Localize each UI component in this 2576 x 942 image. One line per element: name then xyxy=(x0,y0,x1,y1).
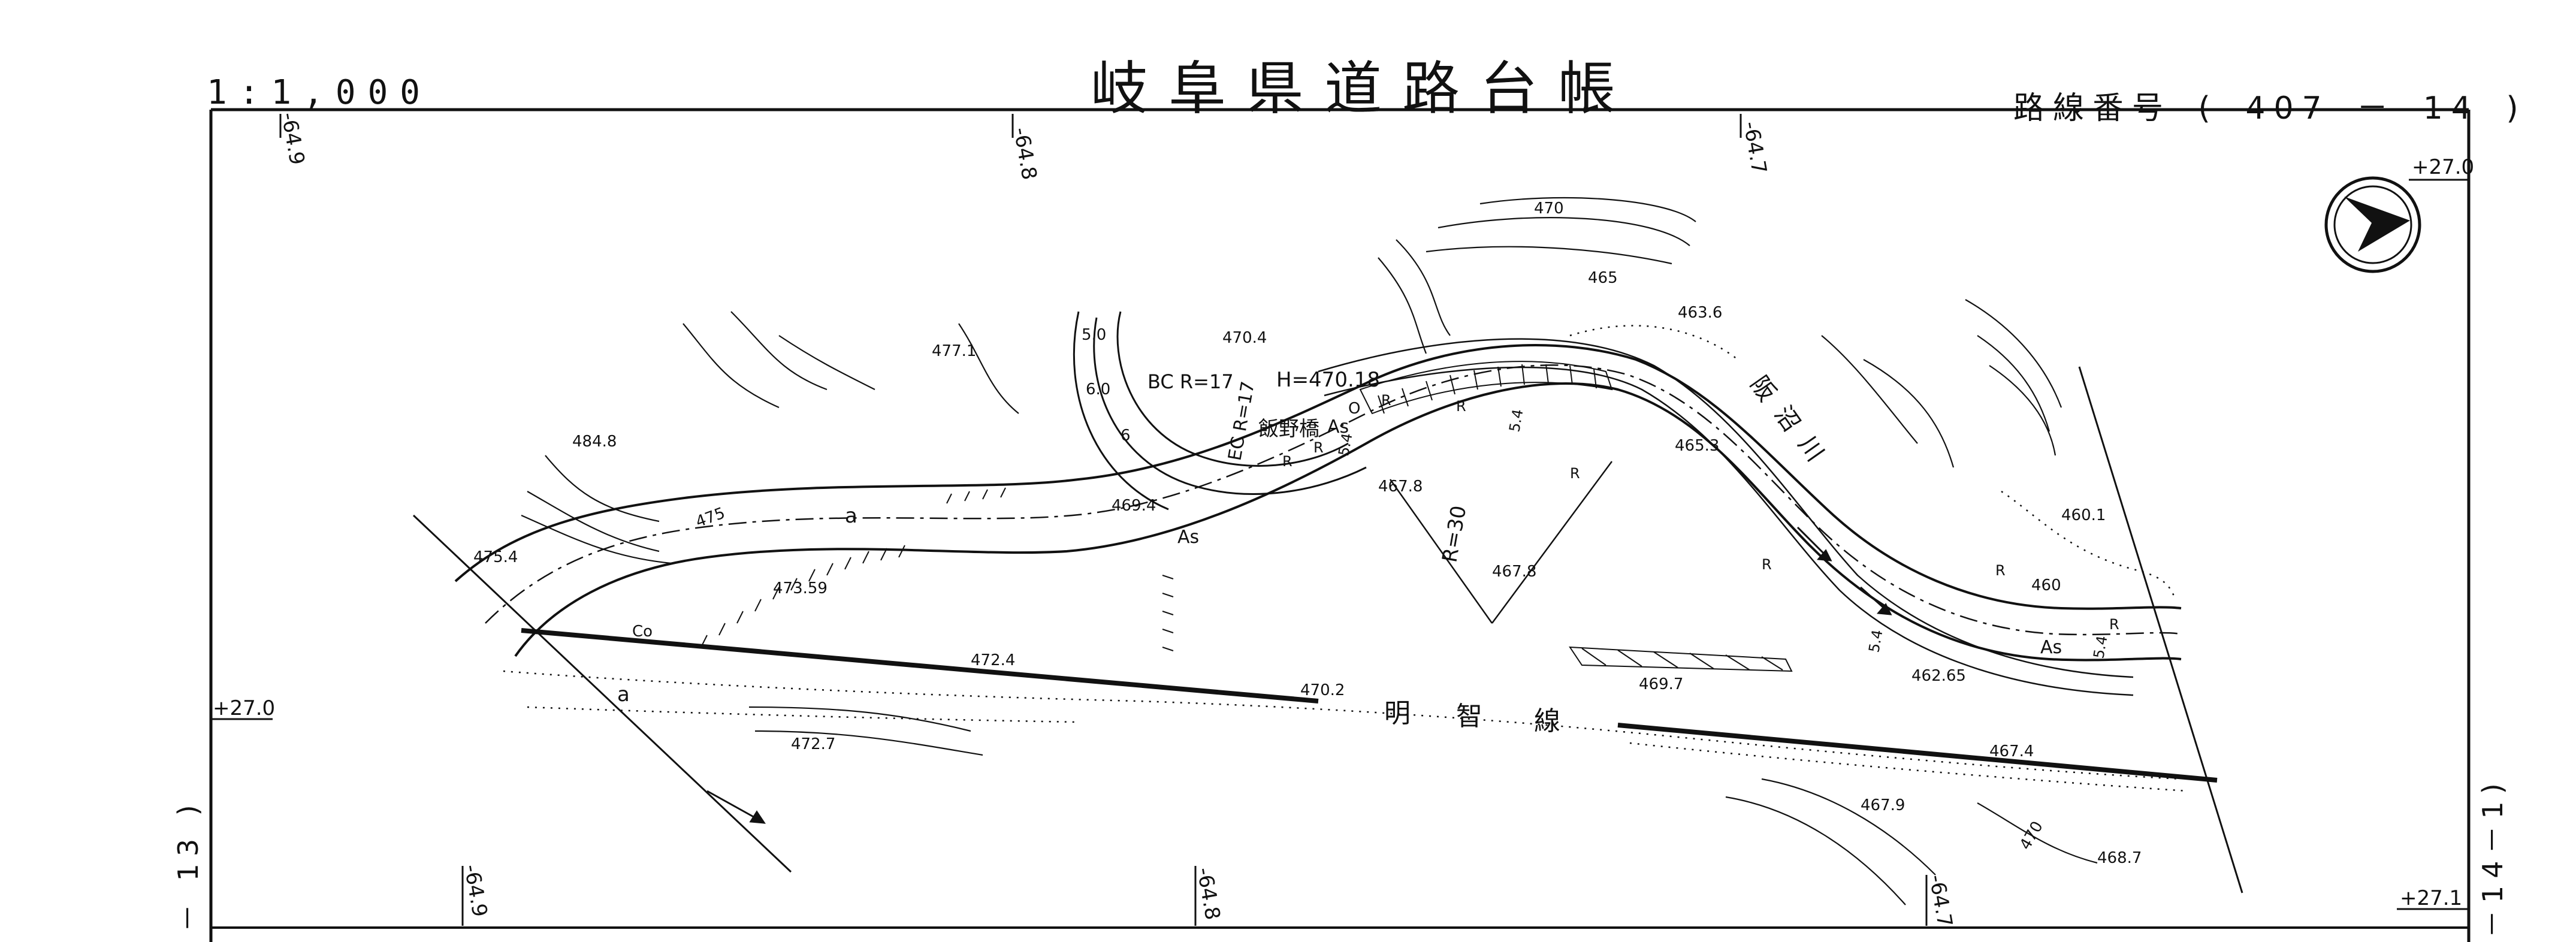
mark-12: O xyxy=(1348,400,1360,418)
mark-3: R xyxy=(1381,392,1391,409)
elev-10: 470.2 xyxy=(1300,681,1345,699)
width-label-6: 5.4 xyxy=(2090,635,2110,660)
mark-8: R xyxy=(1995,562,2006,579)
river-banks xyxy=(1318,338,2134,696)
route-close-paren: ) xyxy=(2506,90,2527,126)
left-sheet-ref: － 13 ) xyxy=(172,798,204,932)
grid-right-top-mark: +27.0 xyxy=(2412,155,2474,179)
width-label-5: 5.4 xyxy=(1865,629,1886,654)
mark-6: R xyxy=(1762,556,1772,573)
contour-lines xyxy=(521,197,2098,905)
railway-name-1: 明 xyxy=(1384,698,1411,729)
river-name-2: 沼 xyxy=(1769,401,1805,436)
curve-radius-lines xyxy=(1389,461,1613,624)
grid-bottom-3: -64.7 xyxy=(1924,873,1957,929)
contour-label-4: 470 xyxy=(2016,819,2047,853)
railway-line xyxy=(521,628,2218,783)
elev-18: 467.4 xyxy=(1989,742,2034,760)
mark-11: Co xyxy=(632,623,653,641)
contour-label-1: 470 xyxy=(1534,200,1564,218)
elev-6: 473.59 xyxy=(773,579,828,597)
surface-label-2: As xyxy=(1327,416,1349,437)
curve-main-label: R=30 xyxy=(1438,504,1471,564)
spur-road xyxy=(1073,311,1367,511)
boundary-dotted xyxy=(503,325,2188,792)
mark-1: R xyxy=(1282,453,1292,470)
survey-boundary xyxy=(412,366,2243,893)
contour-label-2: 465 xyxy=(1588,269,1618,287)
grid-bottom-1: -64.9 xyxy=(459,863,492,919)
elev-1: 477.1 xyxy=(932,342,976,360)
mark-2: R xyxy=(1313,439,1324,456)
surface-label-3: As xyxy=(2040,637,2062,658)
grid-top-3: -64.7 xyxy=(1738,120,1771,176)
surface-label-1: As xyxy=(1177,527,1199,548)
elev-13: 465.3 xyxy=(1675,437,1719,455)
mark-10: a xyxy=(617,683,630,707)
elev-20: 468.7 xyxy=(2097,849,2142,867)
flow-arrows xyxy=(706,526,1892,824)
slope-hachures xyxy=(700,487,1174,651)
mark-13: 6 xyxy=(1121,427,1131,445)
curve-bc-label: BC R=17 xyxy=(1147,370,1234,393)
railway-name-2: 智 xyxy=(1456,701,1482,732)
mark-5: R xyxy=(1570,465,1580,482)
road-edges xyxy=(454,344,2182,662)
mark-7: R xyxy=(2109,616,2119,633)
elev-4: 475.4 xyxy=(473,548,518,566)
mark-4: R xyxy=(1456,398,1466,415)
north-arrow-icon xyxy=(2324,176,2421,273)
elev-19: 467.9 xyxy=(1861,796,1905,814)
elev-11: 472.7 xyxy=(791,735,835,753)
river-name-3: 川 xyxy=(1793,431,1829,466)
elev-9: 472.4 xyxy=(971,651,1015,669)
grid-bottom-2: -64.8 xyxy=(1192,866,1225,922)
elev-3: 484.8 xyxy=(572,433,617,451)
grid-right-bottom-mark: +27.1 xyxy=(2400,886,2462,910)
elev-7: 467.8 xyxy=(1378,478,1423,496)
bridge-name: 飯野橋 xyxy=(1258,417,1319,441)
elev-16: 462.65 xyxy=(1911,667,1966,685)
elev-14: 460.1 xyxy=(2061,506,2106,524)
elev-8: 467.8 xyxy=(1492,563,1536,581)
mark-9: a xyxy=(845,504,857,528)
grid-top-1: -64.9 xyxy=(276,111,309,167)
map-scale: 1:1,000 xyxy=(207,73,433,112)
elev-12: 463.6 xyxy=(1678,304,1722,322)
elev-5: 469.4 xyxy=(1112,497,1156,515)
width-label-1: 5.0 xyxy=(1082,326,1106,344)
elev-17: 469.7 xyxy=(1639,675,1683,693)
elev-15: 460 xyxy=(2031,576,2061,594)
grid-top-2: -64.8 xyxy=(1008,126,1041,182)
grid-left-mark: +27.0 xyxy=(213,696,275,720)
contour-label-3: 475 xyxy=(693,504,727,531)
bridge-hatch xyxy=(1359,361,1793,672)
railway-name-3: 線 xyxy=(1534,706,1560,736)
width-label-3: 5.4 xyxy=(1335,432,1355,457)
river-name-1: 阪 xyxy=(1745,371,1781,406)
grid-ticks xyxy=(211,114,2469,926)
right-sheet-ref: －14－1) xyxy=(2477,776,2509,938)
width-label-2: 6.0 xyxy=(1086,381,1110,398)
width-label-4: 5.4 xyxy=(1506,408,1526,433)
height-h-label: H=470.18 xyxy=(1276,368,1380,392)
elev-2: 470.4 xyxy=(1222,329,1267,347)
